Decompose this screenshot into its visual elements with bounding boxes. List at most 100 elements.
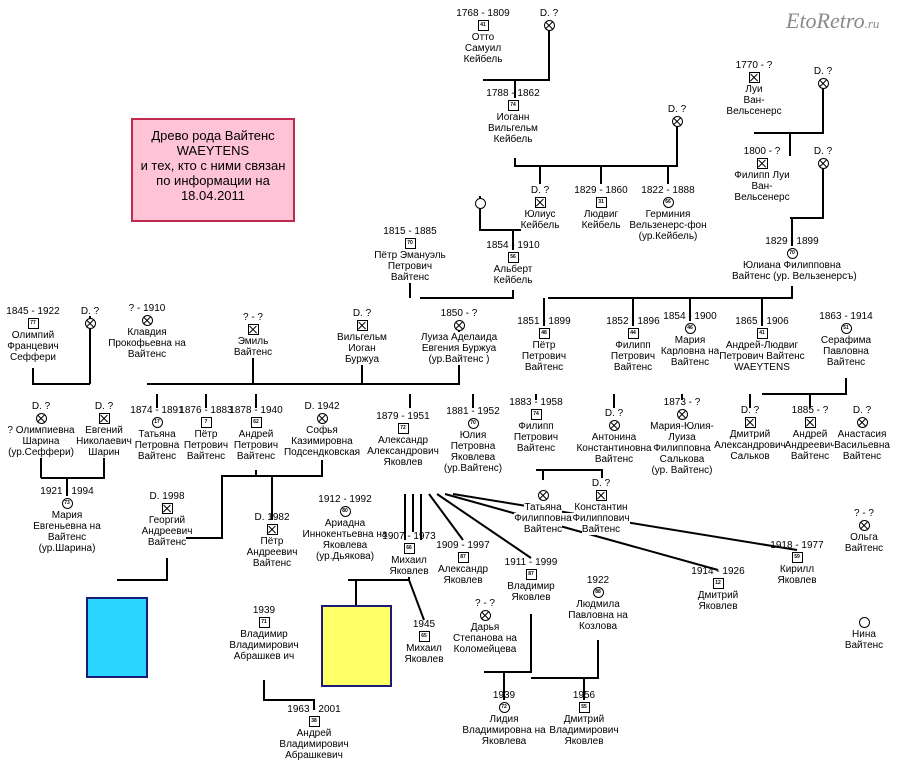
person-name-text: Филиппович xyxy=(572,513,630,524)
person-name-text: Вайтенс xyxy=(252,558,292,569)
person-name-text: Филипповна xyxy=(514,513,572,524)
person-name-line: Юлия xyxy=(413,430,533,441)
person-name-text: (ур.Вайтенс) xyxy=(443,463,503,474)
connector-line xyxy=(531,640,599,679)
person-name-line: Дмитрий xyxy=(524,714,644,725)
person-name-line: Луи xyxy=(694,84,814,95)
person-name-text: Антонина xyxy=(591,432,637,443)
male-symbol-icon xyxy=(595,490,607,501)
person-name-line: Иннокентьевна на xyxy=(285,529,405,540)
person-age: 17 xyxy=(154,419,160,425)
person-dates: 1854 - 1900 xyxy=(663,311,717,322)
person-dates: 1863 - 1914 xyxy=(819,311,873,322)
person-name-line: Козлова xyxy=(538,621,658,632)
person-name-line: Пётр xyxy=(146,429,266,440)
connector-line xyxy=(484,614,532,673)
person-name-line: Павловна xyxy=(786,346,900,357)
person-name-text: Подсендковская xyxy=(283,447,361,458)
person-name-line: Вайтенс xyxy=(196,451,316,462)
person-name-text: Вайтенс (ур. Вельзенерсъ) xyxy=(732,271,857,282)
person-name-line: Андреевич xyxy=(107,526,227,537)
person-name-text: Вельсенерс xyxy=(734,192,790,203)
person-name-text: Вайтенс xyxy=(523,524,563,535)
person-name-text: Пётр xyxy=(260,536,284,547)
female-symbol-icon xyxy=(817,158,829,169)
female-symbol-icon xyxy=(35,413,47,424)
person-name-text: Клавдия xyxy=(127,327,167,338)
person-name-text: Яковлева xyxy=(481,736,527,747)
person-name-line: Юлиана Филипповна xyxy=(732,260,852,271)
person-name-text: Яковлева xyxy=(450,452,496,463)
person-name-text: Татьяна xyxy=(138,429,176,440)
person-age: 72 xyxy=(400,425,406,431)
person-name-text: Константиновна xyxy=(576,443,652,454)
person-name-line: (ур.Кейбель) xyxy=(608,231,728,242)
person-name-text: Михаил xyxy=(391,555,427,566)
person-name-line: Филипповна xyxy=(622,443,742,454)
person-name-text: Мария-Юлия- xyxy=(650,421,714,432)
person-dates: 1852 - 1896 xyxy=(606,316,660,327)
person-name-text: Мария xyxy=(674,335,706,346)
person-name-line: Вельсенерс xyxy=(702,192,822,203)
person-name-text: Вайтенс xyxy=(613,362,653,373)
female-symbol-icon xyxy=(141,315,153,326)
person-age: 87 xyxy=(460,554,466,560)
person-name-line: Филипп Луи xyxy=(702,170,822,181)
person-name-text: Ван- xyxy=(743,95,765,106)
person-dates: 1865 - 1906 xyxy=(735,316,789,327)
person-name-line: Татьяна xyxy=(97,429,217,440)
person-name-line: Андрей-Людвиг xyxy=(702,340,822,351)
person-name-text: Сеффери xyxy=(10,352,56,363)
female-symbol-icon: 70 xyxy=(786,248,798,259)
person-age: 73 xyxy=(64,500,70,506)
person-name-text: Козлова xyxy=(578,621,618,632)
person-name-text: Кейбель xyxy=(463,54,503,65)
person-dates: ? - ? xyxy=(242,312,263,323)
person-dates: 1829 - 1860 xyxy=(574,185,628,196)
person-name-text: Вайтенс xyxy=(516,443,556,454)
person-name-line: Мария xyxy=(7,510,127,521)
person-name-line: Александр xyxy=(343,435,463,446)
person-name-text: Лидия xyxy=(489,714,519,725)
person-name-text: Евгения Буржуа xyxy=(421,343,497,354)
person-dates: D. ? xyxy=(591,478,611,489)
person-name-text: Андрей xyxy=(238,429,274,440)
person-dates: 1914 - 1926 xyxy=(691,566,745,577)
person-name-line: Андрей xyxy=(750,429,870,440)
person-dates: 1945 xyxy=(412,619,436,630)
person-name-text: Александрович xyxy=(714,440,786,451)
person-name-line: Пётр Эмануэль xyxy=(350,250,470,261)
male-symbol-icon xyxy=(161,503,173,514)
person-name-line: Вайтенс (ур. Вельзенерсъ) xyxy=(732,271,857,282)
male-symbol-icon: 44 xyxy=(627,328,639,339)
person-dates: D. ? xyxy=(80,306,100,317)
person-name-text: Пётр xyxy=(532,340,556,351)
person-name-text: Иннокентьевна на xyxy=(302,529,388,540)
person-dates: D. ? xyxy=(539,8,559,19)
person-dates: D. ? xyxy=(31,401,51,412)
person-age: 70 xyxy=(407,240,413,246)
person-age: 31 xyxy=(598,199,604,205)
person-name-line: (ур.Дьякова) xyxy=(285,551,405,562)
person-dates: D. ? xyxy=(94,401,114,412)
person-name-line: Францевич xyxy=(0,341,93,352)
person-name-text: Альберт xyxy=(493,264,533,275)
person-name-line: Владимир xyxy=(471,581,591,592)
person-dates: D. ? xyxy=(740,405,760,416)
person-name-line: Кейбель xyxy=(453,275,573,286)
person-age: 77 xyxy=(30,320,36,326)
person-name-text: Яковлев xyxy=(564,736,604,747)
person-age: 48 xyxy=(541,330,547,336)
female-symbol-icon: 73 xyxy=(61,498,73,509)
person-name-line: Вайтенс xyxy=(7,532,127,543)
